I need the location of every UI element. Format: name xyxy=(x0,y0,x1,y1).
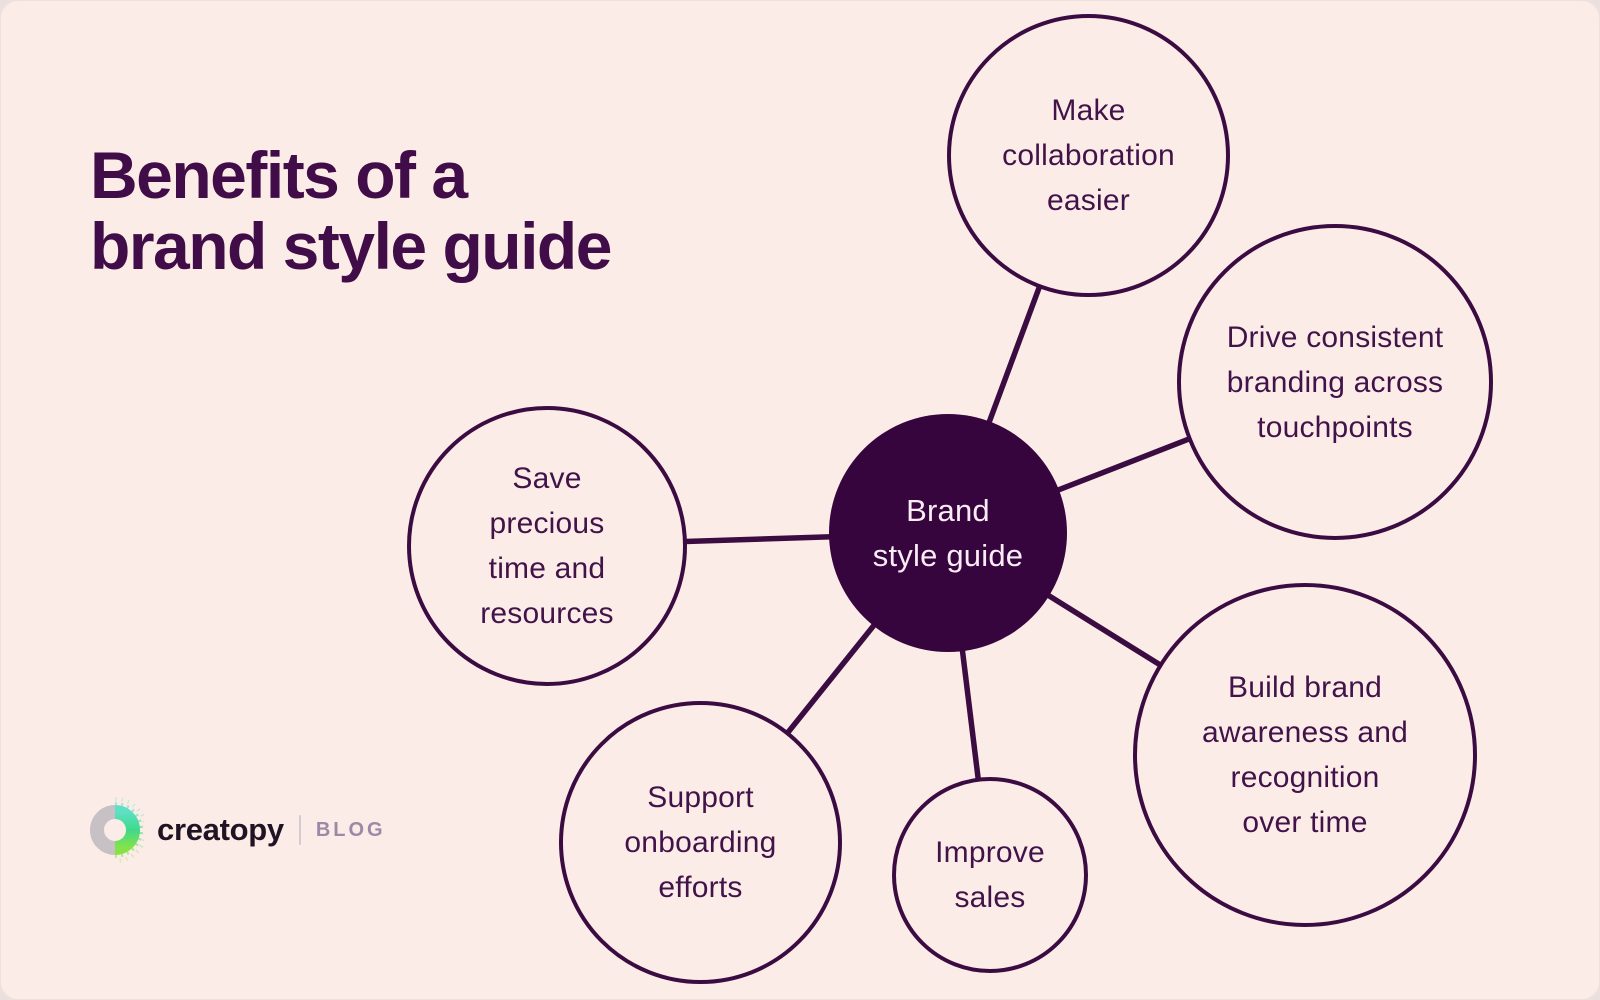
node-build-brand-awareness: Build brand awareness and recognition ov… xyxy=(1133,583,1477,927)
node-label-line: Build brand xyxy=(1228,671,1382,704)
node-label-line: precious xyxy=(489,507,605,540)
node-label-line: time and xyxy=(488,552,606,585)
node-label: Save precious time and resources xyxy=(480,456,614,636)
page-title-line: brand style guide xyxy=(90,209,612,283)
node-label: Support onboarding efforts xyxy=(624,775,776,910)
node-brand-style-guide-central: Brand style guide xyxy=(829,414,1067,652)
node-label-line: Brand xyxy=(906,493,990,528)
node-drive-consistent-branding: Drive consistent branding across touchpo… xyxy=(1177,224,1493,540)
node-label: Drive consistent branding across touchpo… xyxy=(1227,315,1444,450)
node-label-line: efforts xyxy=(658,871,743,904)
node-label-line: onboarding xyxy=(624,826,777,859)
node-label: Build brand awareness and recognition ov… xyxy=(1202,665,1408,845)
node-label-line: Make xyxy=(1051,94,1126,127)
blog-label: BLOG xyxy=(315,818,386,841)
node-label: Make collaboration easier xyxy=(1002,88,1175,223)
node-support-onboarding-efforts: Support onboarding efforts xyxy=(559,701,842,984)
node-improve-sales: Improve sales xyxy=(892,777,1088,973)
node-label-line: collaboration xyxy=(1002,139,1175,172)
node-label-line: Drive consistent xyxy=(1226,320,1444,354)
node-label-line: style guide xyxy=(872,538,1024,573)
node-label-line: Save xyxy=(512,462,582,495)
node-save-time-and-resources: Save precious time and resources xyxy=(407,406,687,686)
node-label-line: over time xyxy=(1242,806,1368,839)
node-make-collaboration-easier: Make collaboration easier xyxy=(947,14,1230,297)
footer-divider xyxy=(298,815,301,845)
node-label-line: Improve xyxy=(935,836,1045,869)
creatopy-logo-icon xyxy=(90,797,144,863)
brand-footer: creatopy BLOG xyxy=(86,794,386,866)
node-label-line: awareness and xyxy=(1201,716,1409,749)
node-label: Improve sales xyxy=(935,830,1045,920)
node-label-line: easier xyxy=(1047,184,1130,217)
node-label-line: recognition xyxy=(1230,761,1380,794)
node-label-line: sales xyxy=(954,881,1026,914)
node-label: Brand style guide xyxy=(873,488,1023,578)
node-label-line: resources xyxy=(480,597,614,630)
node-label-line: branding across xyxy=(1226,365,1444,399)
page-title-line: Benefits of a xyxy=(90,138,468,212)
node-label-line: Support xyxy=(647,781,754,814)
creatopy-wordmark: creatopy xyxy=(157,812,284,847)
page-title: Benefits of a brand style guide xyxy=(90,138,612,283)
node-label-line: touchpoints xyxy=(1257,410,1413,444)
